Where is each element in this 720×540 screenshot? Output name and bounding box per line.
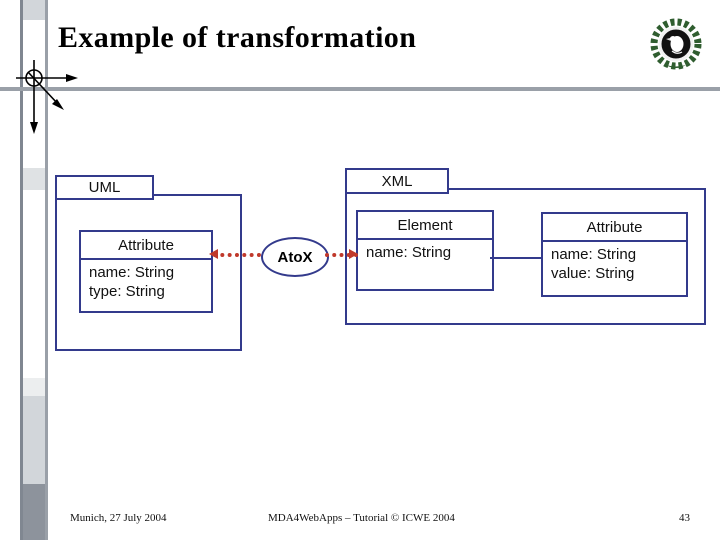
association-line-element-attribute bbox=[490, 257, 542, 259]
attribute-row: name: String bbox=[89, 264, 175, 281]
package-uml-tab: UML bbox=[55, 175, 154, 200]
class-attributes: name: String type: String bbox=[81, 260, 211, 301]
sidebar-band-3 bbox=[23, 168, 45, 190]
sidebar-rail-left bbox=[20, 0, 23, 540]
class-attributes: name: String value: String bbox=[543, 242, 686, 283]
page-title: Example of transformation bbox=[58, 21, 417, 54]
transformation-atox: AtoX bbox=[261, 237, 329, 277]
attribute-row: name: String bbox=[366, 244, 452, 261]
class-name: Attribute bbox=[543, 214, 686, 242]
dotted-arrow-left bbox=[213, 253, 261, 257]
header-divider bbox=[0, 87, 720, 91]
arrowhead-right-icon bbox=[349, 249, 358, 259]
package-xml-tab: XML bbox=[345, 168, 449, 194]
footer-left: Munich, 27 July 2004 bbox=[70, 512, 167, 524]
sidebar-rail-right bbox=[45, 0, 48, 540]
sidebar-band-1 bbox=[23, 0, 45, 20]
class-xml-attribute: Attribute name: String value: String bbox=[541, 212, 688, 297]
class-attributes: name: String bbox=[358, 240, 492, 262]
footer-page-number: 43 bbox=[679, 512, 690, 524]
sidebar-band-5 bbox=[23, 378, 45, 396]
class-name: Element bbox=[358, 212, 492, 240]
attribute-row: name: String bbox=[551, 246, 637, 263]
corner-arrows-decoration bbox=[10, 58, 80, 138]
sidebar-band-7 bbox=[23, 484, 45, 540]
footer-center: MDA4WebApps – Tutorial © ICWE 2004 bbox=[268, 512, 455, 524]
class-xml-element: Element name: String bbox=[356, 210, 494, 291]
university-crest-icon bbox=[648, 18, 704, 74]
attribute-row: value: String bbox=[551, 265, 635, 282]
sidebar-band-6 bbox=[23, 396, 45, 484]
attribute-row: type: String bbox=[89, 283, 165, 300]
class-name: Attribute bbox=[81, 232, 211, 260]
class-uml-attribute: Attribute name: String type: String bbox=[79, 230, 213, 313]
sidebar-band-4 bbox=[23, 190, 45, 378]
dotted-arrow-right bbox=[325, 253, 358, 257]
